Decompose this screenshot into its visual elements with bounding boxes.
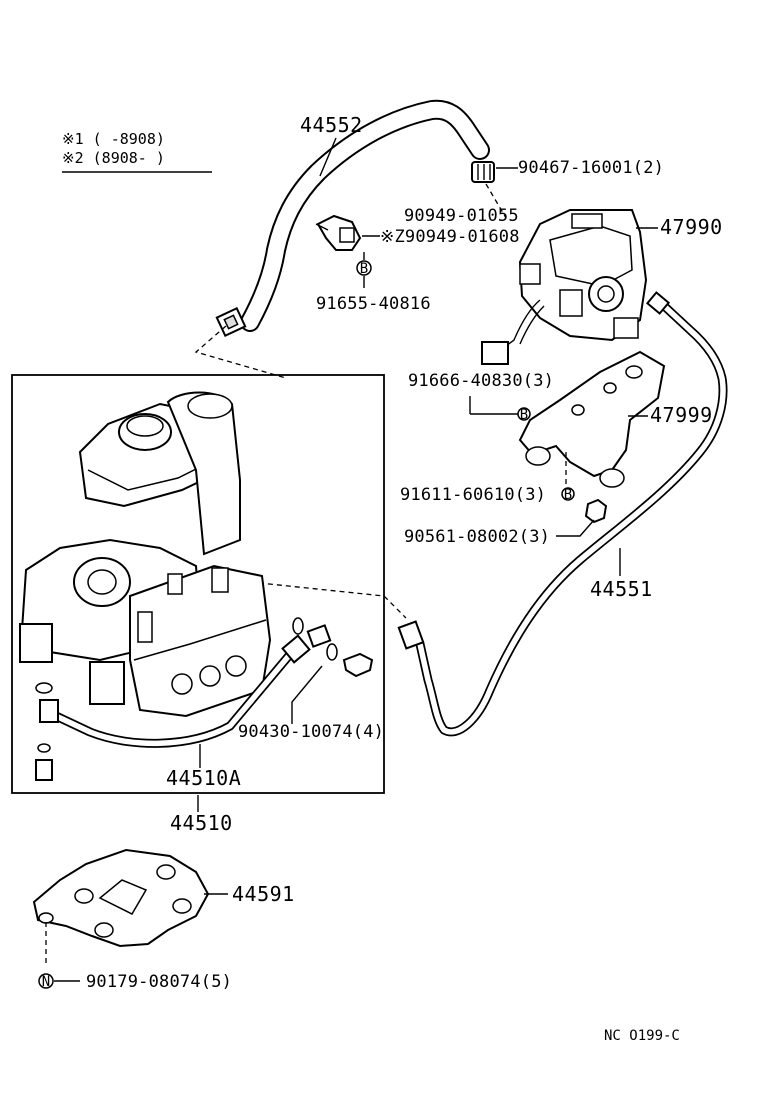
bolt-n-mark: N bbox=[42, 974, 50, 990]
clip-90467-dash bbox=[485, 183, 507, 219]
tube-44551 bbox=[397, 291, 728, 737]
label-bracket: 47999 bbox=[650, 403, 713, 427]
bracket-47999-hole2 bbox=[603, 382, 617, 394]
cylinder-port-lower bbox=[89, 661, 125, 705]
bracket-44591-hole3 bbox=[172, 898, 192, 914]
valve-90949: B bbox=[315, 214, 380, 288]
bracket-44591-window bbox=[98, 879, 148, 915]
valve-90949-stem bbox=[315, 223, 329, 231]
modulator-fitting3 bbox=[167, 573, 183, 595]
actuator-wire-2 bbox=[519, 305, 545, 345]
loose-bolt bbox=[35, 759, 53, 781]
clip-90467 bbox=[471, 161, 518, 219]
actuator-47990-port-a bbox=[559, 289, 583, 317]
assy-line-fitting-left bbox=[39, 699, 59, 723]
tube-44551-outline bbox=[415, 299, 728, 737]
bracket-44591: N bbox=[32, 848, 228, 990]
label-valve-part-a: 90949-01055 bbox=[404, 206, 519, 226]
bracket-47999-mount2 bbox=[525, 446, 551, 466]
modulator-seam bbox=[133, 619, 267, 661]
assy-line-fitting-right bbox=[281, 634, 311, 664]
label-drawing-code: NC O199-C bbox=[604, 1028, 680, 1044]
assy-brake-line-inner bbox=[53, 649, 295, 747]
reservoir-cap-top bbox=[126, 415, 164, 437]
hose-clip-left-detail bbox=[223, 314, 239, 330]
actuator-47990 bbox=[481, 209, 658, 365]
cylinder-flange-left bbox=[19, 623, 53, 663]
modulator-port2 bbox=[199, 665, 221, 687]
legend-note-1: ※1 ( -8908) bbox=[62, 130, 165, 148]
label-assy: 44510 bbox=[170, 811, 233, 835]
legend: ※1 ( -8908) ※2 (8908- ) bbox=[62, 130, 212, 173]
hose-44552 bbox=[215, 99, 490, 338]
bracket-47999-mount1 bbox=[599, 468, 625, 488]
gasket-ring2 bbox=[326, 643, 338, 661]
bracket-47999: B B bbox=[469, 350, 666, 537]
gasket-bolt-head bbox=[342, 652, 374, 678]
tube-dash-connect bbox=[249, 581, 407, 619]
legend-note-2: ※2 (8908- ) bbox=[62, 149, 165, 167]
assembly-frame bbox=[11, 374, 385, 794]
label-hose-leader bbox=[319, 137, 337, 177]
tube-44551-fitting-bottom bbox=[397, 620, 425, 650]
bracket-47999-hole1 bbox=[625, 365, 643, 379]
actuator-47990-motor-core bbox=[597, 285, 615, 303]
modulator-fitting2 bbox=[137, 611, 153, 643]
gasket-union bbox=[306, 624, 332, 648]
actuator-47990-port-c bbox=[519, 263, 541, 285]
nut-90561 bbox=[584, 498, 608, 524]
bracket-44591-hole4 bbox=[94, 922, 114, 938]
gasket-leader bbox=[291, 665, 323, 724]
bolt-n-mark-circle bbox=[38, 973, 54, 989]
actuator-47990-cap bbox=[571, 213, 603, 229]
bracket-bolt-mark: B bbox=[520, 407, 528, 423]
label-gasket: 90430-10074(4) bbox=[238, 722, 384, 742]
modulator-port3 bbox=[225, 655, 247, 677]
bolt-b-mark-circle bbox=[356, 260, 372, 276]
part-labels: 44552 90467-16001(2) 90949-01055 ※Z90949… bbox=[86, 113, 723, 1044]
bolt-b-mark: B bbox=[360, 261, 368, 277]
loose-washer-2 bbox=[37, 743, 51, 753]
pump-motor-top bbox=[187, 393, 233, 419]
actuator-wire bbox=[505, 299, 541, 347]
label-hose: 44552 bbox=[300, 113, 363, 137]
tube-44551-fitting-top bbox=[645, 291, 671, 315]
bracket-bolt-mark-circle bbox=[517, 407, 531, 421]
label-bolt-b2: 91611-60610(3) bbox=[400, 485, 546, 505]
valve-90949-port bbox=[339, 227, 355, 243]
hose-44552-inner bbox=[242, 101, 488, 330]
clip-90467-body bbox=[471, 161, 495, 183]
label-bolt-n: 90179-08074(5) bbox=[86, 972, 232, 992]
modulator-port1 bbox=[171, 673, 193, 695]
bracket-44591-hole1 bbox=[74, 888, 94, 904]
nut-90561-leader bbox=[556, 519, 595, 537]
actuator-47990-port-b bbox=[613, 317, 639, 339]
actuator-connector bbox=[481, 341, 509, 365]
label-bracket-bolt: 91666-40830(3) bbox=[408, 371, 554, 391]
loose-washer bbox=[35, 682, 53, 694]
tube-44551-inner bbox=[417, 301, 726, 735]
bolt-b2-mark: B bbox=[564, 487, 572, 503]
bolt-b2-mark-circle bbox=[561, 487, 575, 501]
label-valve-part-b: ※Z90949-01608 bbox=[380, 227, 520, 247]
bracket-44591-hole2 bbox=[156, 864, 176, 880]
label-actuator: 47990 bbox=[660, 215, 723, 239]
label-assy-sub: 44510A bbox=[166, 766, 241, 790]
label-clip: 90467-16001(2) bbox=[518, 158, 664, 178]
modulator-fitting1 bbox=[211, 567, 229, 593]
label-bracket-lower: 44591 bbox=[232, 882, 295, 906]
label-nut: 90561-08002(3) bbox=[404, 527, 550, 547]
gasket-ring1 bbox=[292, 617, 304, 635]
label-bolt-b: 91655-40816 bbox=[316, 294, 431, 314]
bracket-44591-hole5 bbox=[38, 912, 54, 924]
bracket-47999-hole3 bbox=[571, 404, 585, 416]
cylinder-booster-core bbox=[87, 569, 117, 595]
hose-dash-connect bbox=[194, 325, 287, 379]
label-tube: 44551 bbox=[590, 577, 653, 601]
assembly-44510A bbox=[19, 391, 374, 781]
